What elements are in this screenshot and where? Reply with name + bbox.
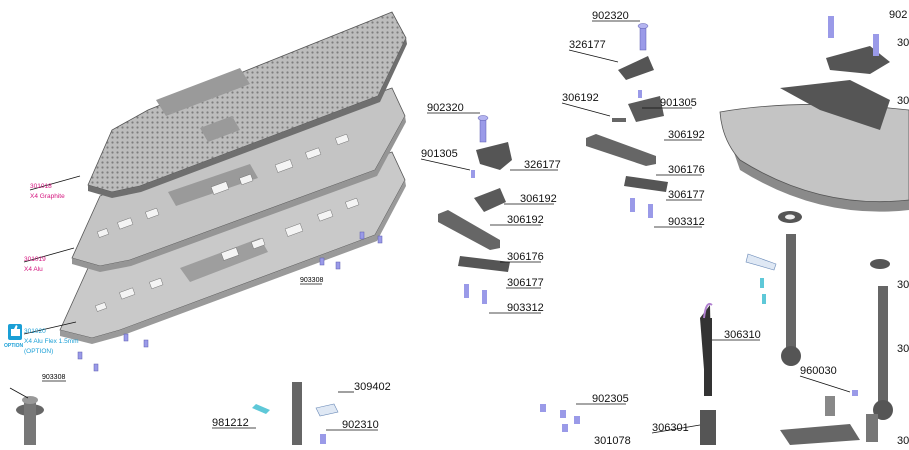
label-326177-a: 326177 — [510, 159, 561, 171]
svg-text:326177: 326177 — [524, 159, 561, 171]
svg-text:30: 30 — [897, 343, 909, 355]
chassis-name-alu: X4 Alu — [24, 266, 43, 273]
svg-text:306192: 306192 — [562, 92, 599, 104]
svg-text:902305: 902305 — [592, 393, 629, 405]
svg-text:902320: 902320 — [592, 10, 629, 22]
chassis-label-alu: 301019 X4 Alu — [23, 247, 75, 273]
center-part-group — [438, 115, 512, 304]
label-306301: 306301 — [651, 422, 701, 434]
svg-text:981212: 981212 — [212, 417, 249, 429]
option-thumb-icon — [8, 324, 22, 340]
svg-text:901305: 901305 — [421, 148, 458, 160]
svg-text:960030: 960030 — [800, 365, 837, 377]
label-306177-b: 306177 — [666, 189, 705, 201]
label-903308-b: 903308 — [42, 374, 66, 382]
label-306176-a: 306176 — [500, 251, 544, 263]
right-center-part-group — [586, 23, 668, 218]
svg-text:902: 902 — [889, 9, 907, 21]
svg-text:309402: 309402 — [354, 381, 391, 393]
label-901305-b: 901305 — [642, 97, 697, 109]
chassis-name-graphite: X4 Graphite — [30, 193, 65, 200]
label-902305: 902305 — [576, 393, 629, 405]
svg-text:903308: 903308 — [300, 277, 323, 284]
svg-text:30: 30 — [897, 279, 909, 291]
label-306192-b: 306192 — [490, 214, 544, 226]
label-903312-b: 903312 — [654, 216, 705, 228]
right-edge-labels: 902 30 30 30 30 30 — [889, 9, 909, 447]
svg-text:903312: 903312 — [507, 302, 544, 314]
chassis-code-graphite: 301018 — [30, 183, 52, 190]
chassis-option-tag: (OPTION) — [24, 348, 53, 355]
svg-text:30: 30 — [897, 95, 909, 107]
svg-text:306301: 306301 — [652, 422, 689, 434]
svg-text:306176: 306176 — [668, 164, 705, 176]
chassis-code-alu: 301019 — [24, 256, 46, 263]
option-badge-text: OPTION — [4, 343, 24, 349]
svg-text:903312: 903312 — [668, 216, 705, 228]
label-902320-b: 902320 — [592, 10, 640, 22]
label-902320-a: 902320 — [427, 102, 480, 114]
label-960030: 960030 — [799, 365, 851, 393]
label-306192-c: 306192 — [561, 92, 611, 117]
label-306310: 306310 — [712, 329, 761, 341]
chassis-name-alu-flex: X4 Alu Flex 1.5mm — [24, 338, 79, 345]
svg-text:901305: 901305 — [660, 97, 697, 109]
svg-text:30: 30 — [897, 435, 909, 445]
chassis-code-alu-flex: 301020 — [24, 328, 46, 335]
label-306176-b: 306176 — [656, 164, 705, 176]
chassis-screws — [77, 231, 383, 372]
svg-text:306177: 306177 — [507, 277, 544, 289]
bottom-center-parts — [252, 382, 580, 445]
svg-text:301078: 301078 — [594, 435, 631, 445]
svg-text:902320: 902320 — [427, 102, 464, 114]
label-326177-b: 326177 — [568, 39, 619, 63]
svg-text:903308: 903308 — [42, 374, 65, 381]
svg-text:30: 30 — [897, 37, 909, 49]
label-306192-a: 306192 — [504, 193, 557, 205]
label-903312-a: 903312 — [489, 302, 544, 314]
label-306177-a: 306177 — [506, 277, 544, 289]
svg-text:306192: 306192 — [668, 129, 705, 141]
label-981212: 981212 — [212, 417, 256, 429]
chassis-label-alu-flex: OPTION 301020 X4 Alu Flex 1.5mm (OPTION) — [4, 321, 79, 355]
svg-text:306310: 306310 — [724, 329, 761, 341]
svg-text:902310: 902310 — [342, 419, 379, 431]
label-903308-a: 903308 — [300, 277, 323, 285]
svg-text:306176: 306176 — [507, 251, 544, 263]
label-309402: 309402 — [338, 381, 391, 393]
label-306192-d: 306192 — [664, 129, 705, 141]
far-right-assembly — [700, 16, 909, 445]
label-902310: 902310 — [326, 419, 379, 431]
chassis-label-graphite: 301018 X4 Graphite — [29, 175, 81, 200]
chassis-plate-graphite — [87, 11, 407, 198]
svg-text:306192: 306192 — [520, 193, 557, 205]
svg-text:306192: 306192 — [507, 214, 544, 226]
svg-text:326177: 326177 — [569, 39, 606, 51]
svg-text:306177: 306177 — [668, 189, 705, 201]
label-301078: 301078 — [594, 435, 631, 447]
label-901305-a: 901305 — [420, 148, 471, 171]
lower-left-post — [9, 387, 44, 445]
